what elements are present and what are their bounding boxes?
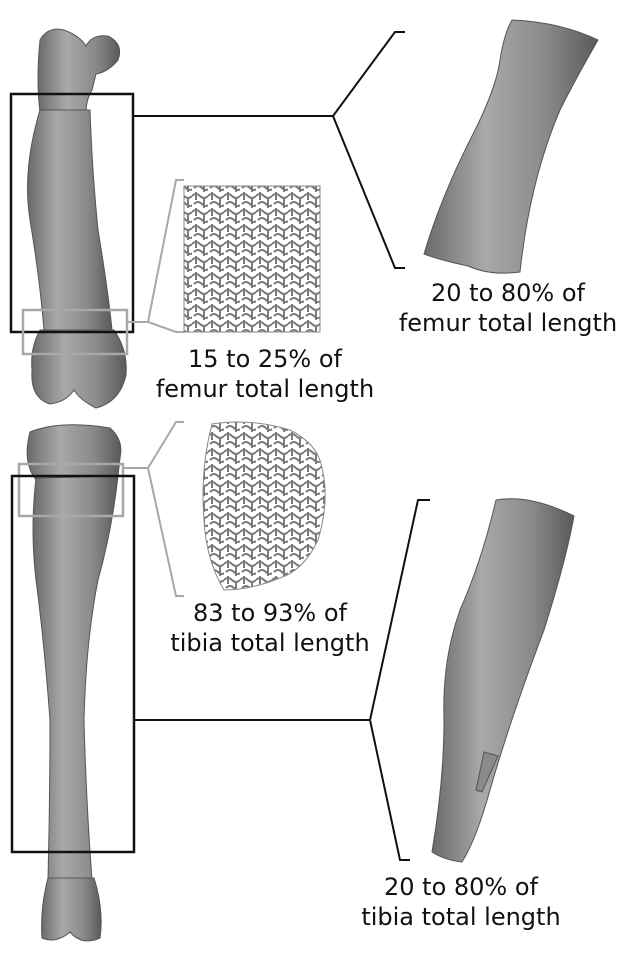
femur-trabecular-bracket (148, 180, 184, 332)
femur-bone (28, 29, 127, 408)
femur-head (38, 29, 120, 112)
tibia-bone (27, 425, 121, 941)
tibia-shaft (33, 476, 118, 880)
caption-tibia-trabecular-line1: 83 to 93% of (160, 598, 380, 628)
femur-condyles (32, 330, 127, 408)
caption-tibia-trabecular-line2: tibia total length (160, 628, 380, 658)
tibia-plateau (27, 425, 121, 480)
femur-cortical-zoom (424, 20, 598, 273)
tibia-cortical-bracket (370, 500, 430, 860)
caption-femur-cortical-line2: femur total length (398, 308, 618, 338)
femur-trabecular-zoom (184, 186, 320, 332)
caption-tibia-cortical-line2: tibia total length (346, 902, 576, 932)
femur-shaft (28, 110, 112, 330)
tibia-trabecular-zoom (203, 422, 325, 590)
caption-tibia-cortical: 20 to 80% of tibia total length (346, 872, 576, 932)
tibia-trabecular-bracket (148, 422, 184, 596)
tibia-cortical-zoom (432, 499, 574, 862)
femur-cortical-bracket (333, 32, 405, 268)
caption-tibia-cortical-line1: 20 to 80% of (346, 872, 576, 902)
caption-femur-cortical-line1: 20 to 80% of (398, 278, 618, 308)
caption-femur-trabecular-line1: 15 to 25% of (140, 344, 390, 374)
tibia-distal-end (42, 878, 102, 941)
caption-tibia-trabecular: 83 to 93% of tibia total length (160, 598, 380, 658)
caption-femur-cortical: 20 to 80% of femur total length (398, 278, 618, 338)
caption-femur-trabecular: 15 to 25% of femur total length (140, 344, 390, 404)
caption-femur-trabecular-line2: femur total length (140, 374, 390, 404)
